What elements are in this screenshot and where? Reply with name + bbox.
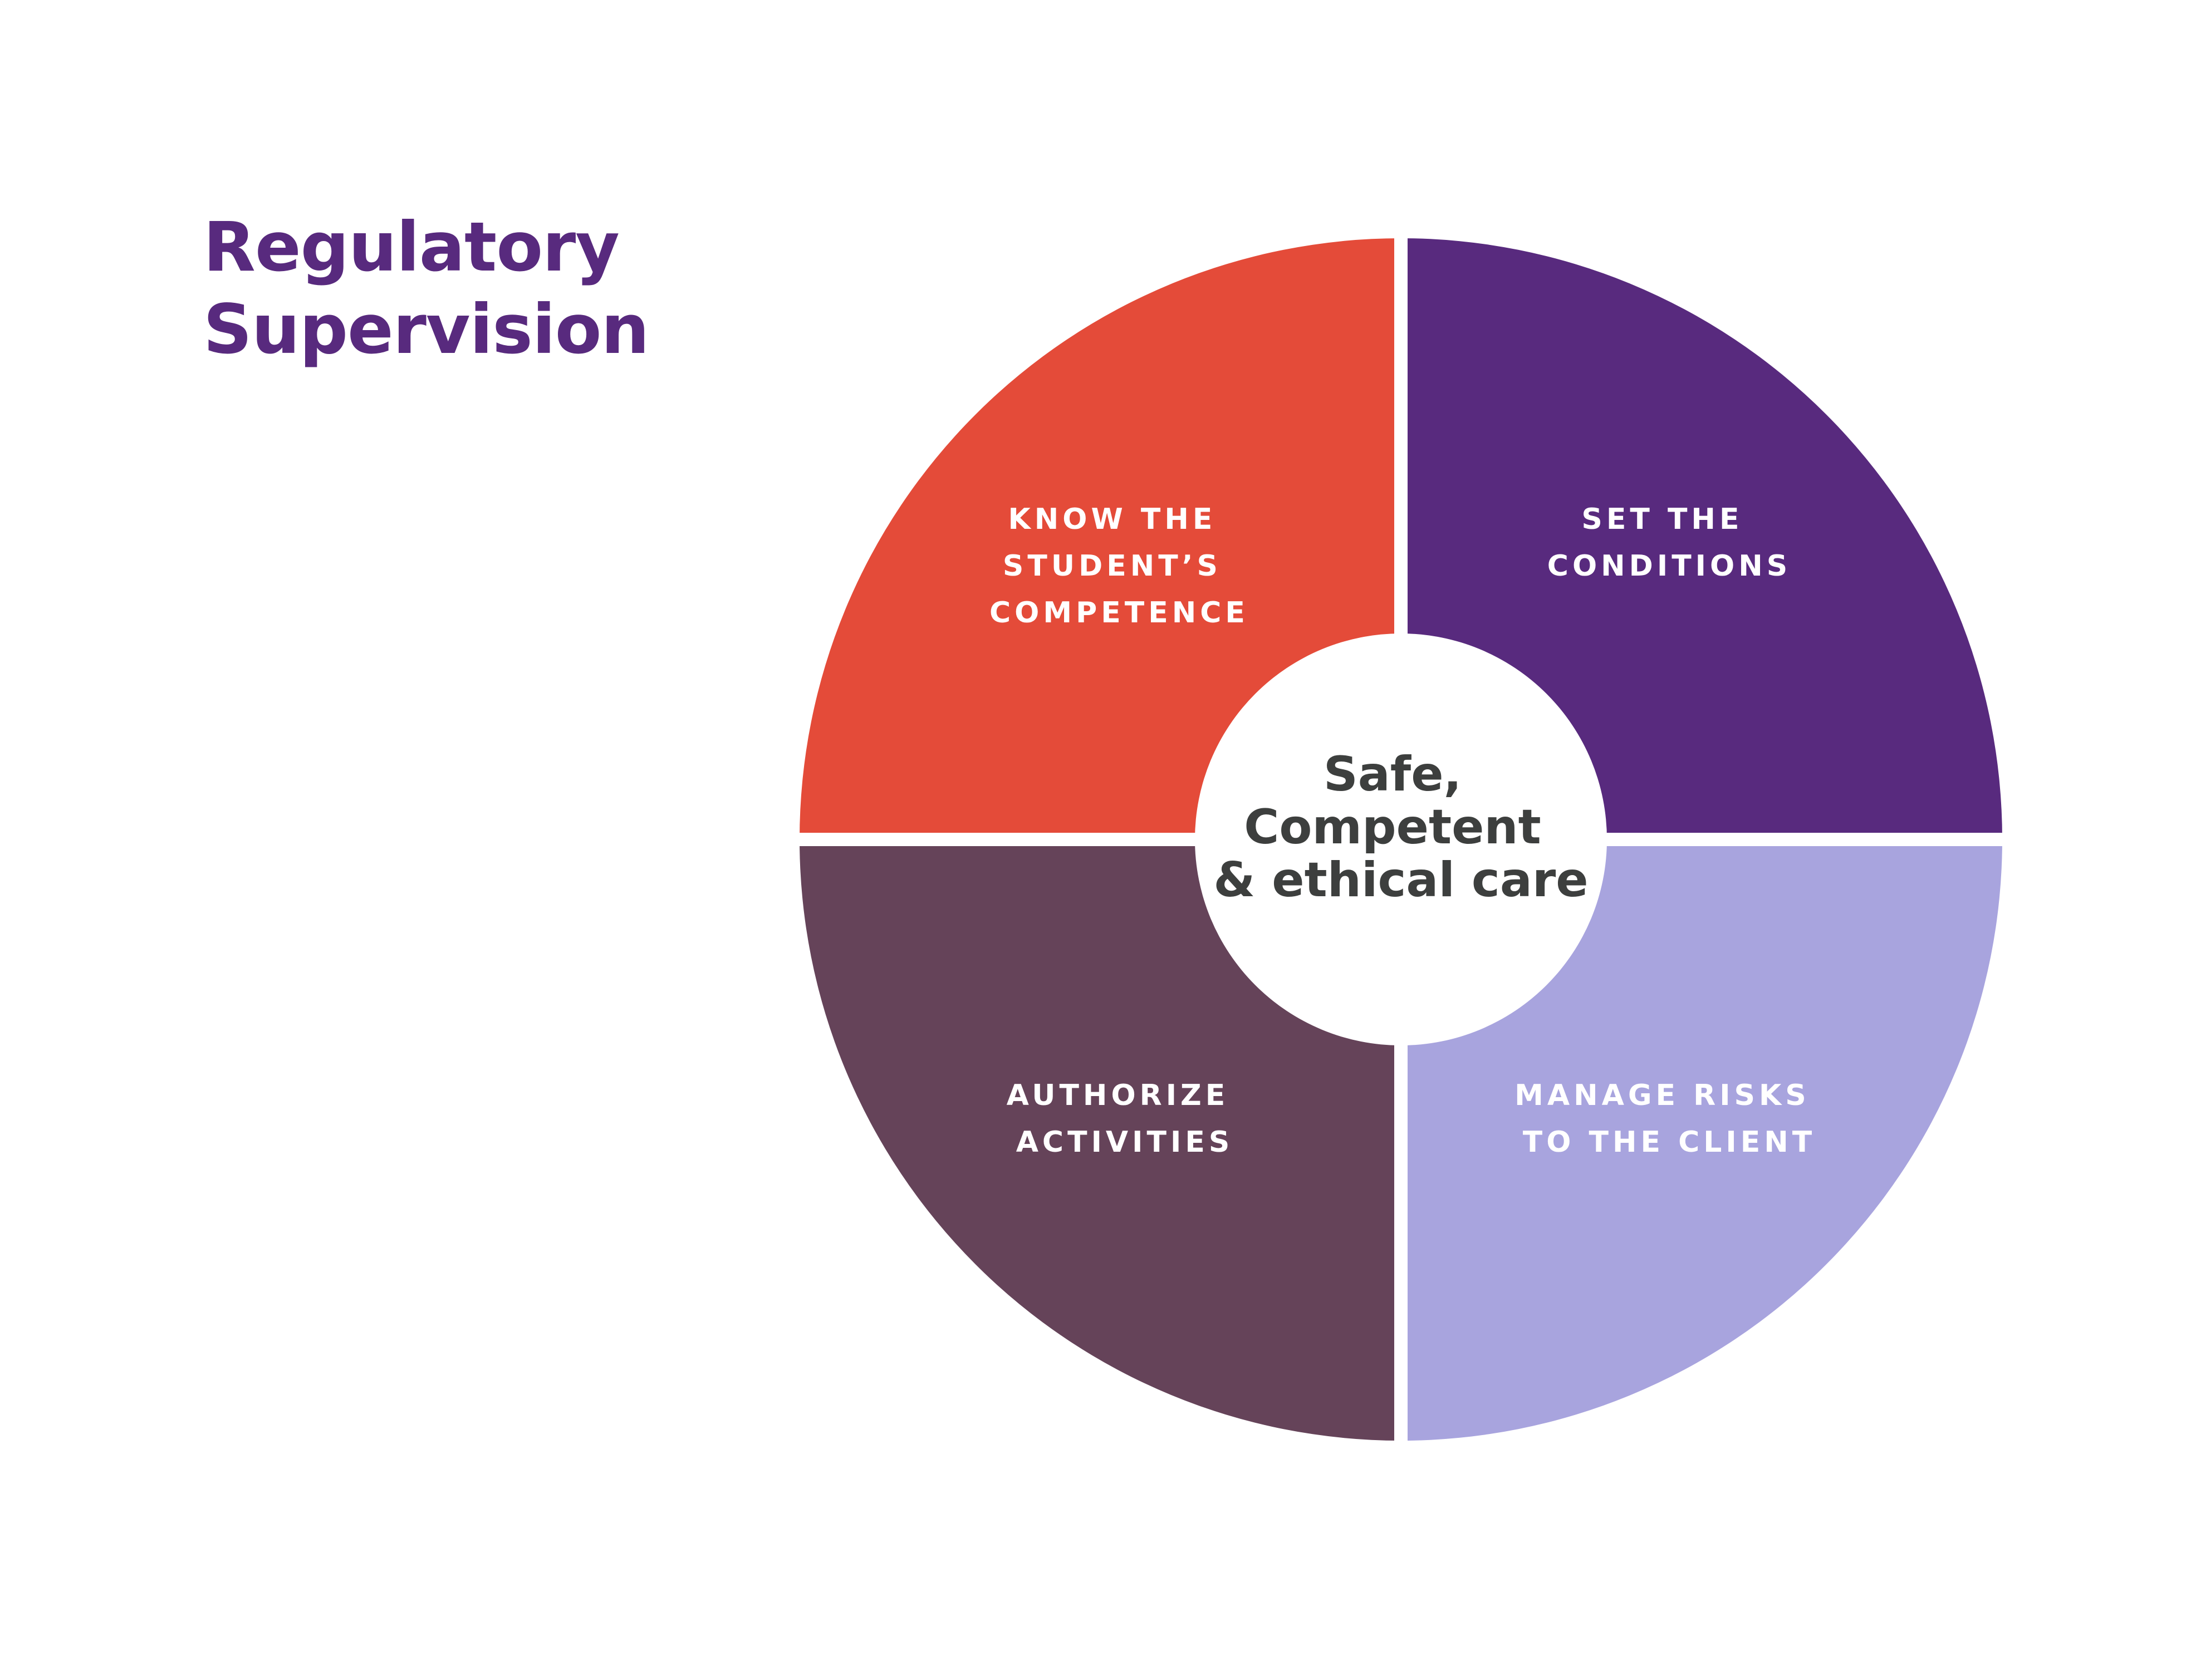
label-authorize-activities: AUTHORIZE ACTIVITIES	[1007, 1079, 1243, 1159]
center-label-safe-competent-ethical-care: Safe, Competent & ethical care	[1213, 746, 1588, 908]
label-set-the-conditions: SET THE CONDITIONS	[1547, 503, 1791, 583]
quadrant-top-left	[800, 238, 1401, 839]
label-manage-risks-to-client: MANAGE RISKS TO THE CLIENT	[1514, 1079, 1824, 1159]
quadrant-top-right	[1401, 238, 2002, 839]
page-title: Regulatory Supervision	[203, 206, 649, 371]
title-line-2: Supervision	[203, 290, 649, 369]
quadrant-bottom-right	[1401, 839, 2002, 1441]
label-know-student-competence: KNOW THE STUDENT’S COMPETENCE	[989, 503, 1249, 630]
quadrant-bottom-left	[800, 839, 1401, 1441]
center-circle	[1195, 633, 1607, 1045]
title-line-1: Regulatory	[203, 208, 620, 287]
